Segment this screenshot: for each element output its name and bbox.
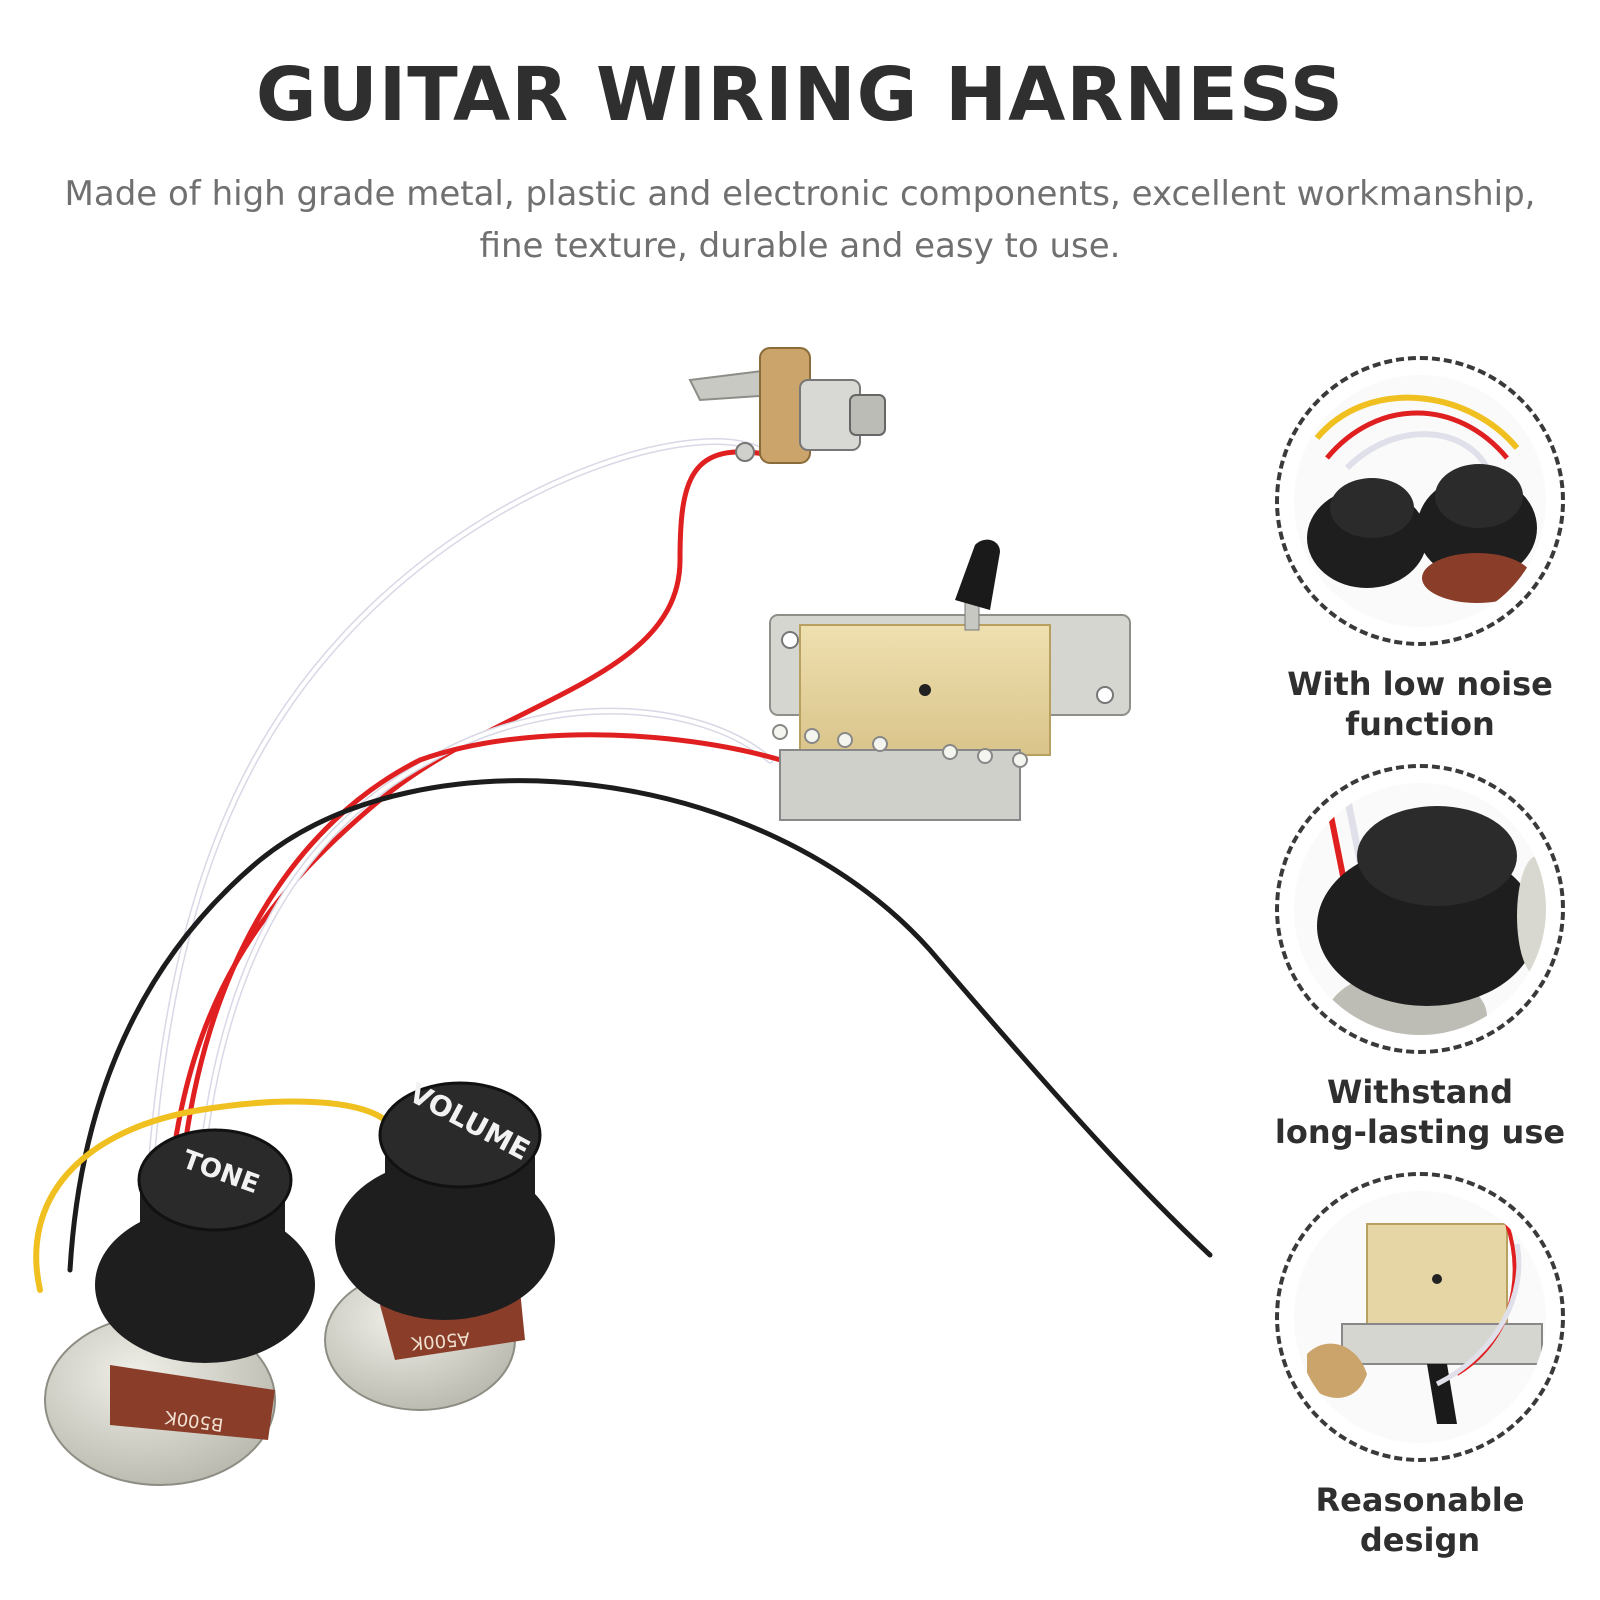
feature-long-lasting: Withstand long-lasting use	[1260, 764, 1580, 1152]
feature-closeup-tone-knob	[1294, 783, 1546, 1035]
subtitle-line-2: fine texture, durable and easy to use.	[479, 226, 1121, 266]
feature-image-frame	[1275, 356, 1565, 646]
red-wire-jack	[167, 449, 773, 1183]
feature-caption-line-1: Reasonable	[1315, 1481, 1525, 1519]
feature-caption: With low noise function	[1260, 664, 1580, 744]
feature-caption: Withstand long-lasting use	[1260, 1072, 1580, 1152]
volume-pot: A500K VOLUME	[324, 1076, 555, 1411]
feature-low-noise: With low noise function	[1260, 356, 1580, 744]
feature-image-frame	[1275, 764, 1565, 1054]
page-title: GUITAR WIRING HARNESS	[255, 52, 1345, 138]
selector-switch	[769, 539, 1131, 821]
feature-caption-line-2: long-lasting use	[1274, 1113, 1566, 1151]
feature-closeup-knobs	[1294, 375, 1546, 627]
feature-caption: Reasonable design	[1260, 1480, 1580, 1560]
feature-caption-line-1: With low noise	[1287, 665, 1553, 703]
wiring-harness-illustration: A500K VOLUME B500K TONE	[33, 347, 1213, 1486]
feature-image-frame	[1275, 1172, 1565, 1462]
yellow-wire	[33, 1098, 393, 1293]
feature-closeup-switch	[1294, 1191, 1546, 1443]
white-wire-jack	[146, 438, 764, 1184]
page-subtitle: Made of high grade metal, plastic and el…	[30, 168, 1570, 272]
subtitle-line-1: Made of high grade metal, plastic and el…	[64, 174, 1536, 214]
feature-caption-line-2: function	[1345, 705, 1495, 743]
feature-caption-line-2: design	[1359, 1521, 1481, 1559]
wires	[33, 438, 1213, 1293]
tone-pot: B500K TONE	[44, 1128, 315, 1486]
feature-caption-line-1: Withstand	[1327, 1073, 1513, 1111]
black-wire	[67, 778, 1213, 1273]
red-wire-switch	[177, 732, 873, 1193]
output-jack	[688, 347, 886, 464]
switch-tip	[955, 539, 1000, 610]
volume-pot-code: A500K	[409, 1327, 470, 1353]
feature-reasonable-design: Reasonable design	[1260, 1172, 1580, 1560]
